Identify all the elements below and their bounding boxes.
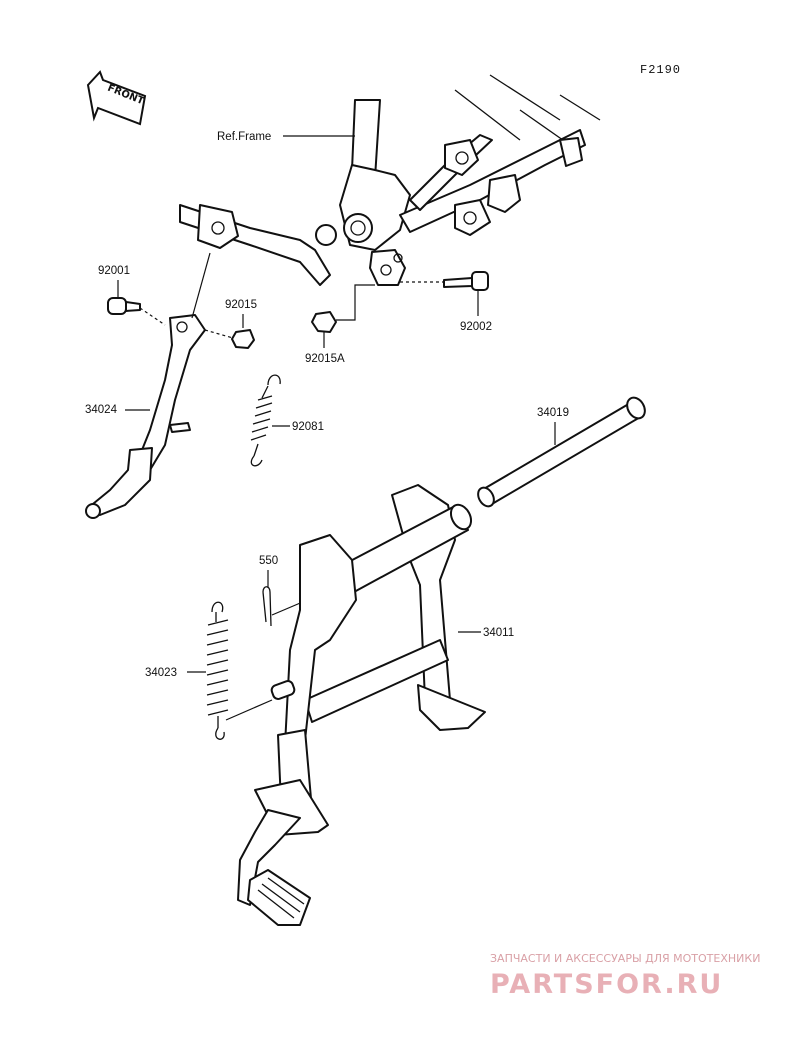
callout-ref-frame: Ref.Frame xyxy=(217,131,271,143)
watermark-logo: PARTSFOR.RU xyxy=(490,969,723,1000)
nut-92015 xyxy=(231,329,255,349)
bolt-92002 xyxy=(443,271,489,291)
callout-34019: 34019 xyxy=(537,407,569,419)
spring-92081 xyxy=(250,374,281,467)
callout-92002: 92002 xyxy=(460,321,492,333)
spring-34023 xyxy=(206,601,229,740)
callout-34024: 34024 xyxy=(85,404,118,416)
main-stand-34011 xyxy=(237,484,486,926)
callout-92081: 92081 xyxy=(292,421,324,433)
callout-92001: 92001 xyxy=(98,265,130,277)
bolt-92001 xyxy=(107,297,141,315)
callout-34011: 34011 xyxy=(483,627,514,639)
callout-550: 550 xyxy=(259,555,278,567)
side-stand-34024 xyxy=(85,314,206,519)
pivot-shaft-34019 xyxy=(477,396,646,508)
frame-drawing xyxy=(179,74,601,286)
nut-92015a xyxy=(311,311,337,333)
watermark-subtitle: ЗАПЧАСТИ И АКСЕССУАРЫ ДЛЯ МОТОТЕХНИКИ xyxy=(490,952,760,965)
watermark: ЗАПЧАСТИ И АКСЕССУАРЫ ДЛЯ МОТОТЕХНИКИ PA… xyxy=(490,952,760,1000)
callout-92015a: 92015A xyxy=(305,353,345,365)
cotter-pin-550 xyxy=(262,586,272,627)
callout-34023: 34023 xyxy=(145,667,177,679)
callout-92015: 92015 xyxy=(225,299,257,311)
spring-pin xyxy=(270,680,296,700)
front-arrow-icon: FRONT xyxy=(86,70,147,126)
diagram-code: F2190 xyxy=(640,63,681,77)
